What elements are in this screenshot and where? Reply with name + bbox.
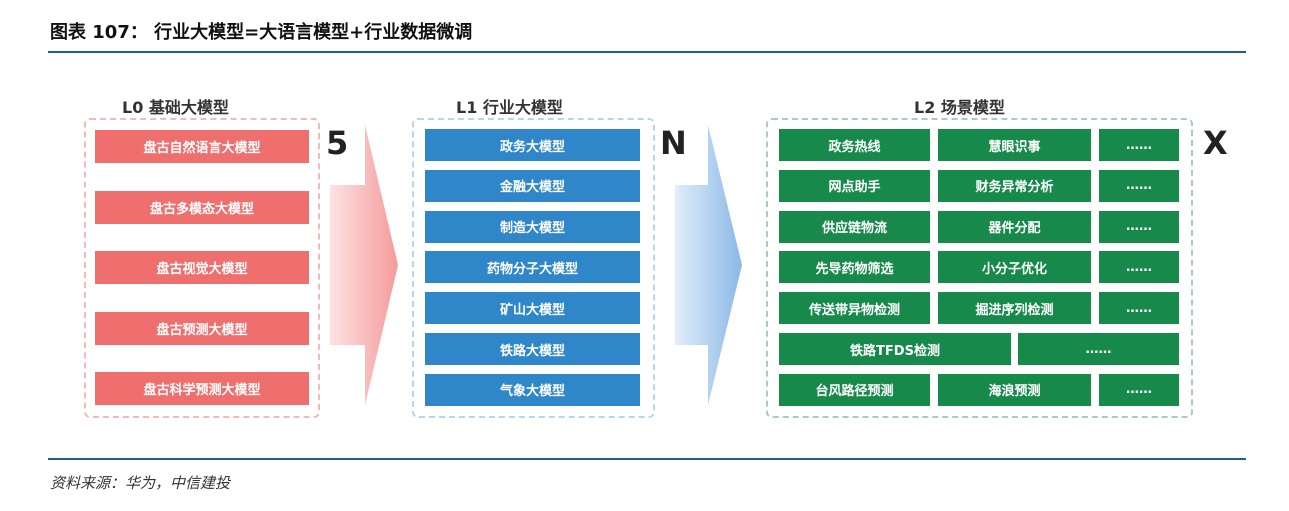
l0-model-box: 盘古视觉大模型 (95, 251, 309, 284)
l2-scenario-box: 海浪预测 (938, 373, 1091, 406)
l2-scenario-box: …… (1099, 129, 1179, 161)
top-rule (48, 51, 1246, 53)
l1-model-box: 气象大模型 (425, 373, 640, 406)
l2-scenario-box: …… (1099, 292, 1179, 325)
l0-model-box: 盘古自然语言大模型 (95, 130, 309, 163)
l1-model-box: 金融大模型 (425, 169, 640, 202)
arrow-l0-to-l1 (330, 125, 398, 405)
l2-scenario-box: 慧眼识事 (938, 129, 1091, 161)
l0-model-box: 盘古科学预测大模型 (95, 372, 309, 405)
l2-label: L2 场景模型 (914, 98, 1005, 117)
l2-scenario-box: …… (1018, 333, 1179, 365)
l2-scenario-box: 供应链物流 (779, 210, 930, 243)
l2-scenario-box: 网点助手 (779, 169, 930, 202)
l1-model-box: 政务大模型 (425, 129, 640, 161)
l1-model-box: 矿山大模型 (425, 292, 640, 325)
l2-scenario-box: …… (1099, 251, 1179, 284)
l1-model-box: 铁路大模型 (425, 333, 640, 365)
bottom-rule (48, 458, 1246, 460)
l2-scenario-box: …… (1099, 169, 1179, 202)
l1-model-box: 药物分子大模型 (425, 251, 640, 284)
l1-frame (412, 118, 655, 418)
l1-model-box: 制造大模型 (425, 210, 640, 243)
l0-multiplier: 5 (326, 124, 349, 162)
figure-title: 图表 107： 行业大模型=大语言模型+行业数据微调 (50, 22, 473, 43)
l0-label: L0 基础大模型 (122, 98, 229, 117)
l2-frame (766, 118, 1193, 418)
l2-scenario-box: 小分子优化 (938, 251, 1091, 284)
l2-scenario-box: 先导药物筛选 (779, 251, 930, 284)
l0-frame (84, 118, 320, 418)
l2-scenario-box: 铁路TFDS检测 (779, 333, 1011, 365)
l2-scenario-box: 掘进序列检测 (938, 292, 1091, 325)
l1-multiplier: N (660, 124, 687, 162)
l2-scenario-box: 器件分配 (938, 210, 1091, 243)
l2-scenario-box: 政务热线 (779, 129, 930, 161)
l2-scenario-box: …… (1099, 210, 1179, 243)
l0-model-box: 盘古多模态大模型 (95, 190, 309, 224)
l2-scenario-box: 台风路径预测 (779, 373, 930, 406)
l2-multiplier: X (1203, 124, 1228, 162)
l0-model-box: 盘古预测大模型 (95, 311, 309, 345)
source-note: 资料来源：华为，中信建投 (50, 474, 231, 492)
l2-scenario-box: 传送带异物检测 (779, 292, 930, 325)
l2-scenario-box: …… (1099, 373, 1179, 406)
l2-scenario-box: 财务异常分析 (938, 169, 1091, 202)
l1-label: L1 行业大模型 (456, 98, 563, 117)
arrow-l1-to-l2 (675, 125, 742, 405)
